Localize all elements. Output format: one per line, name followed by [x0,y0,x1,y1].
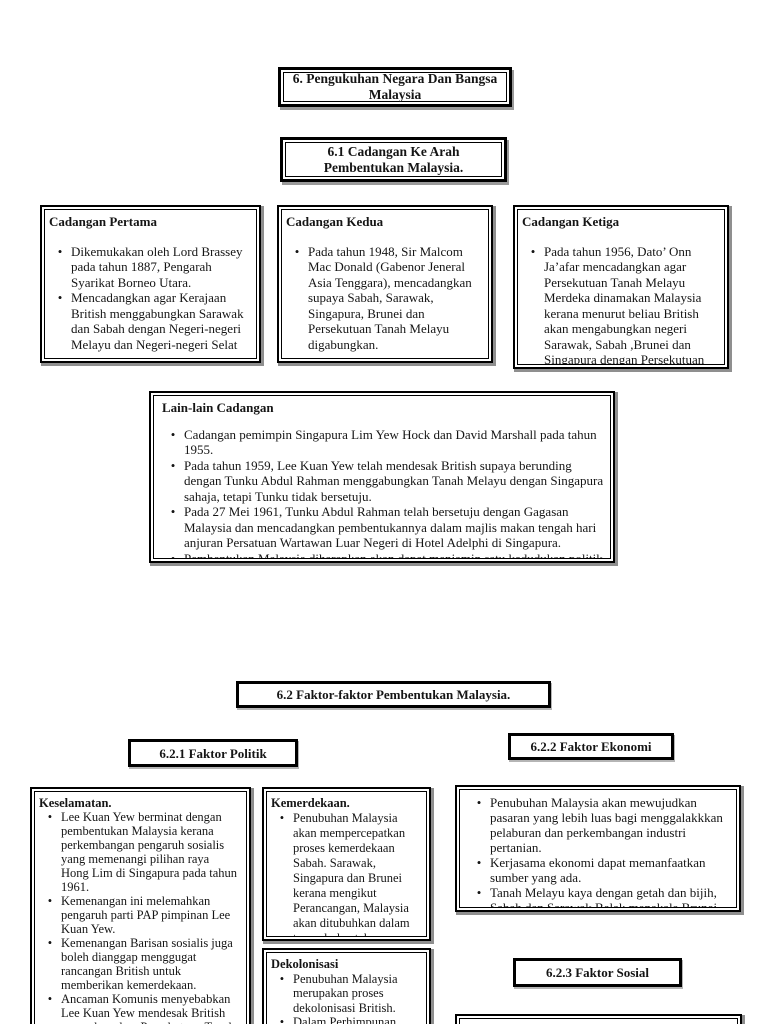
list-item: Dikemukakan oleh Lord Brassey pada tahun… [49,244,250,291]
keselamatan-title: Keselamatan. [39,796,112,810]
list-item: Pada tahun 1948, Sir Malcom Mac Donald (… [286,244,482,353]
list-item: Kemenangan ini melemahkan pengaruh parti… [39,894,240,936]
list-item-text: Penubuhan Malaysia merupakan proses deko… [293,971,398,1015]
list-item-text: Kemenangan ini melemahkan pengaruh parti… [61,894,231,936]
list-item: Tanah Melayu kaya dengan getah dan bijih… [468,885,730,908]
list-item: Pada tahun 1959, Lee Kuan Yew telah mend… [162,458,604,505]
section-6-2-2-box: 6.2.2 Faktor Ekonomi [508,733,674,760]
section-6-1-title: 6.1 Cadangan Ke Arah Pembentukan Malaysi… [285,142,502,177]
cadangan-pertama-box: Cadangan Pertama Dikemukakan oleh Lord B… [40,205,261,363]
list-item: Pada tahun 1956, Dato’ Onn Ja’afar menca… [522,243,718,365]
cadangan-kedua-box: Cadangan Kedua Pada tahun 1948, Sir Malc… [277,205,493,363]
list-item: Lee Kuan Yew berminat dengan pembentukan… [39,810,240,894]
section-6-2-2-title: 6.2.2 Faktor Ekonomi [530,739,652,754]
list-item-text: Pada tahun 1959, Lee Kuan Yew telah mend… [184,457,604,504]
list-item: Kerjasama ekonomi dapat memanfaatkan sum… [468,855,730,885]
lain-lain-cadangan-title: Lain-lain Cadangan [162,400,274,415]
list-item-text: Penubuhan Malaysia akan mewujudkan pasar… [490,795,723,855]
list-item-text: Ancaman Komunis menyebabkan Lee Kuan Yew… [61,992,235,1024]
kemerdekaan-title: Kemerdekaan. [271,796,350,810]
list-item: Ancaman Komunis menyebabkan Lee Kuan Yew… [39,992,240,1024]
main-title-box: 6. Pengukuhan Negara Dan Bangsa Malaysia [278,67,512,107]
list-item-text: Dalam Perhimpunan Agung [293,1015,397,1024]
list-item-text: Lee Kuan Yew berminat dengan pembentukan… [61,810,238,894]
section-6-2-title: 6.2 Faktor-faktor Pembentukan Malaysia. [276,687,511,702]
section-6-2-1-title: 6.2.1 Faktor Politik [159,745,267,761]
section-6-1-box: 6.1 Cadangan Ke Arah Pembentukan Malaysi… [280,137,507,182]
list-item: Penubuhan Malaysia merupakan proses deko… [271,972,420,1016]
list-item-text: Penubuhan Malaysia akan mempercepatkan p… [293,811,410,936]
section-6-2-3-title: 6.2.3 Faktor Sosial [545,965,650,980]
keselamatan-box: Keselamatan. Lee Kuan Yew berminat denga… [30,787,251,1024]
main-title: 6. Pengukuhan Negara Dan Bangsa Malaysia [283,71,507,102]
faktor-ekonomi-box: Penubuhan Malaysia akan mewujudkan pasar… [455,785,741,912]
dekolonisasi-box: Dekolonisasi Penubuhan Malaysia merupaka… [262,948,431,1024]
list-item-text: Pembentukan Malaysia diharapkan akan dap… [184,550,603,559]
kemerdekaan-box: Kemerdekaan. Penubuhan Malaysia akan mem… [262,787,431,941]
section-6-2-3-box: 6.2.3 Faktor Sosial [513,958,682,987]
list-item: Pembentukan Malaysia diharapkan akan dap… [162,550,604,559]
list-item: Dalam Perhimpunan Agung [271,1015,420,1024]
cadangan-ketiga-title: Cadangan Ketiga [522,214,620,229]
list-item-text: Cadangan pemimpin Singapura Lim Yew Hock… [184,426,597,458]
list-item-text: Pada 27 Mei 1961, Tunku Abdul Rahman tel… [184,504,597,550]
list-item-text: Kemenangan Barisan sosialis juga boleh d… [61,936,233,992]
list-item-text: Dikemukakan oleh Lord Brassey pada tahun… [71,243,243,290]
list-item: Kemenangan Barisan sosialis juga boleh d… [39,936,240,992]
section-6-2-1-box: 6.2.1 Faktor Politik [128,739,298,767]
list-item-text: Kerjasama ekonomi dapat memanfaatkan sum… [490,855,706,885]
list-item-text: Pada tahun 1948, Sir Malcom Mac Donald (… [308,243,472,352]
dekolonisasi-title: Dekolonisasi [271,957,339,971]
cadangan-pertama-title: Cadangan Pertama [49,214,157,229]
list-item: Penubuhan Malaysia akan mempercepatkan p… [271,811,420,936]
lain-lain-cadangan-box: Lain-lain Cadangan Cadangan pemimpin Sin… [149,391,615,563]
cadangan-kedua-title: Cadangan Kedua [286,214,384,229]
faktor-sosial-box-partial [455,1014,742,1024]
list-item-text: Pada tahun 1956, Dato’ Onn Ja’afar menca… [544,243,705,365]
list-item: Pada 27 Mei 1961, Tunku Abdul Rahman tel… [162,504,604,551]
list-item-text: Tanah Melayu kaya dengan getah dan bijih… [490,885,718,908]
list-item-text: Mencadangkan agar Kerajaan British mengg… [71,290,244,352]
section-6-2-box: 6.2 Faktor-faktor Pembentukan Malaysia. [236,681,551,708]
list-item: Penubuhan Malaysia akan mewujudkan pasar… [468,795,730,855]
list-item: Mencadangkan agar Kerajaan British mengg… [49,290,250,352]
cadangan-ketiga-box: Cadangan Ketiga Pada tahun 1956, Dato’ O… [513,205,729,369]
list-item: Cadangan pemimpin Singapura Lim Yew Hock… [162,427,604,458]
